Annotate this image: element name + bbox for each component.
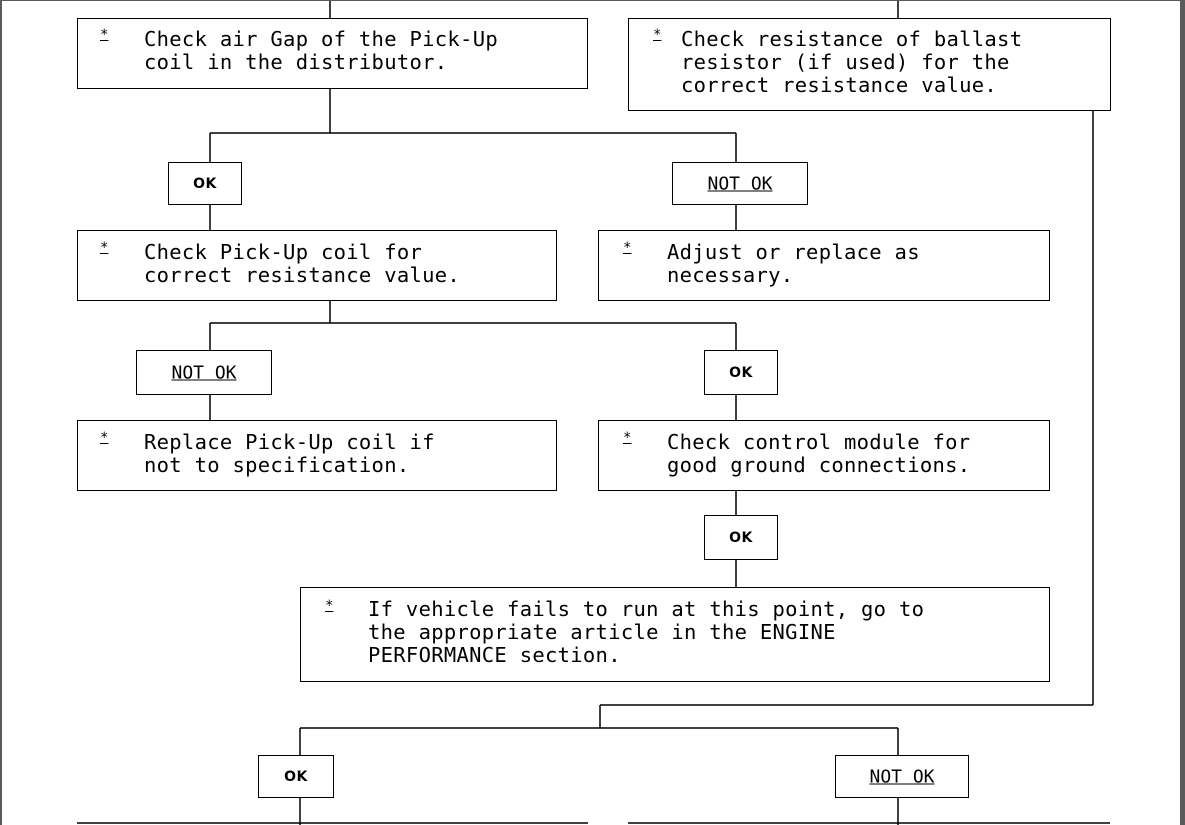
step-marker: * [100, 240, 109, 256]
tag-left-bracket [835, 755, 839, 798]
tag-label: OK [193, 175, 217, 192]
tag-label: OK [729, 364, 753, 381]
tag-label: OK [284, 768, 308, 785]
step-marker: * [325, 598, 334, 614]
tag-left-bracket [704, 350, 708, 395]
tag-not-ok: NOT OK [136, 350, 272, 395]
tag-not-ok: NOT OK [835, 755, 969, 798]
step-box-adjust-replace: * Adjust or replace as necessary. [598, 230, 1050, 301]
tag-label: NOT OK [869, 766, 935, 787]
step-marker: * [653, 27, 662, 43]
frame-border-top [0, 0, 1185, 1]
step-box-air-gap: * Check air Gap of the Pick-Up coil in t… [77, 18, 588, 89]
step-box-control-module: * Check control module for good ground c… [598, 420, 1050, 491]
step-box-pickup-resistance: * Check Pick-Up coil for correct resista… [77, 230, 557, 301]
step-box-ballast: * Check resistance of ballast resistor (… [628, 18, 1111, 111]
tag-right-bracket [238, 162, 242, 205]
step-marker: * [100, 27, 109, 43]
tag-label: NOT OK [171, 362, 237, 383]
tag-label: NOT OK [707, 173, 773, 194]
frame-border-right [1180, 0, 1185, 825]
step-text: Check resistance of ballast resistor (if… [681, 27, 1023, 97]
step-text: Check Pick-Up coil for correct resistanc… [144, 240, 461, 287]
tag-ok: OK [258, 755, 334, 798]
step-text: If vehicle fails to run at this point, g… [368, 597, 925, 667]
tag-left-bracket [672, 162, 676, 205]
tag-left-bracket [136, 350, 140, 395]
tag-left-bracket [258, 755, 262, 798]
step-text: Adjust or replace as necessary. [667, 240, 920, 287]
tag-ok: OK [704, 515, 778, 560]
tag-ok: OK [704, 350, 778, 395]
step-text: Check air Gap of the Pick-Up coil in the… [144, 27, 498, 74]
tag-ok: OK [168, 162, 242, 205]
step-marker: * [623, 430, 632, 446]
tag-right-bracket [268, 350, 272, 395]
tag-right-bracket [330, 755, 334, 798]
step-marker: * [100, 430, 109, 446]
tag-not-ok: NOT OK [672, 162, 808, 205]
tag-left-bracket [704, 515, 708, 560]
frame-border-left [0, 0, 2, 825]
step-text: Check control module for good ground con… [667, 430, 971, 477]
step-marker: * [623, 240, 632, 256]
step-box-replace-pickup: * Replace Pick-Up coil if not to specifi… [77, 420, 557, 491]
tag-right-bracket [774, 515, 778, 560]
tag-right-bracket [804, 162, 808, 205]
tag-left-bracket [168, 162, 172, 205]
tag-right-bracket [965, 755, 969, 798]
step-text: Replace Pick-Up coil if not to specifica… [144, 430, 435, 477]
tag-label: OK [729, 529, 753, 546]
tag-right-bracket [774, 350, 778, 395]
step-box-vehicle-fails: * If vehicle fails to run at this point,… [300, 587, 1050, 682]
